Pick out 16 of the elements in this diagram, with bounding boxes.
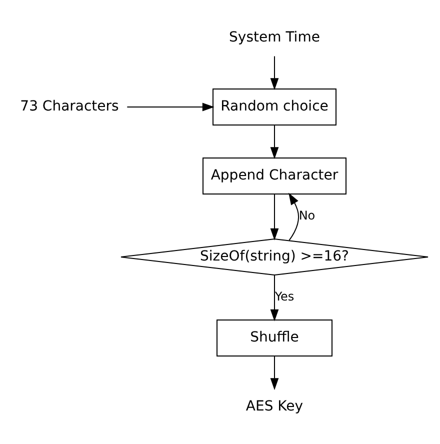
node-text: System Time bbox=[229, 29, 320, 46]
arrow bbox=[270, 55, 279, 90]
node-box: Random choice bbox=[212, 88, 336, 125]
node-diamond: SizeOf(string) >=16? bbox=[120, 238, 428, 275]
node-text: 73 Characters bbox=[20, 98, 119, 114]
arrow bbox=[270, 193, 279, 240]
edge-label: Yes bbox=[274, 289, 294, 304]
arrow bbox=[270, 355, 279, 390]
arrow bbox=[270, 274, 279, 321]
arrow bbox=[126, 102, 214, 111]
arrow bbox=[270, 124, 279, 159]
node-box: Shuffle bbox=[216, 319, 332, 356]
node-box: Append Character bbox=[202, 157, 346, 194]
edge-label: No bbox=[298, 208, 316, 222]
arrow bbox=[288, 192, 299, 240]
node-text: AES Key bbox=[246, 398, 304, 414]
